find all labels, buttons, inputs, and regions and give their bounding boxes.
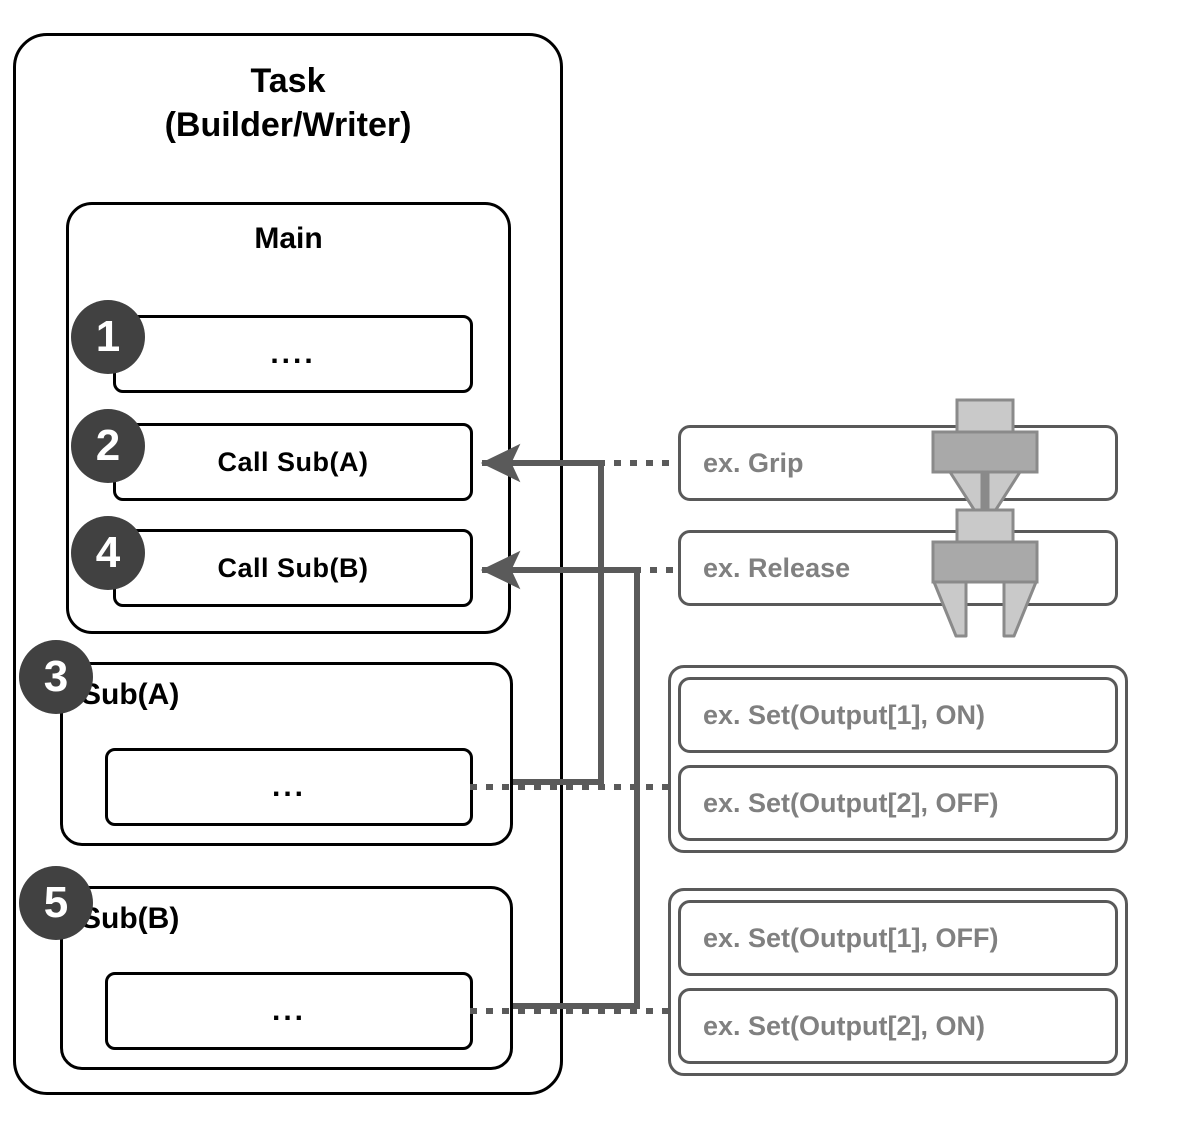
example-set-a2-label: ex. Set(Output[2], OFF) (703, 787, 999, 818)
step-badge-3-number: 3 (43, 652, 69, 701)
step-box-call-sub-b[interactable]: Call Sub(B) (113, 529, 473, 607)
example-set-b1-label: ex. Set(Output[1], OFF) (703, 922, 999, 953)
step-badge-4-number: 4 (95, 528, 121, 577)
sub-a-body-box[interactable]: ... (105, 748, 473, 826)
step-badge-2: 2 (71, 409, 145, 483)
step-badge-4: 4 (71, 516, 145, 590)
step-box-call-sub-a[interactable]: Call Sub(A) (113, 423, 473, 501)
example-set-a1-label: ex. Set(Output[1], ON) (703, 699, 985, 730)
step-badge-2-number: 2 (95, 421, 121, 470)
task-title-line2: (Builder/Writer) (164, 105, 412, 144)
sub-a-title: Sub(A) (81, 678, 180, 711)
example-box-release[interactable]: ex. Release (678, 530, 1118, 606)
example-release-label: ex. Release (703, 552, 851, 583)
step-badge-5-number: 5 (43, 878, 69, 927)
step-badge-5: 5 (19, 866, 93, 940)
sub-b-body-box[interactable]: ... (105, 972, 473, 1050)
step-1-label: .... (270, 337, 316, 370)
step-box-1[interactable]: .... (113, 315, 473, 393)
example-grip-label: ex. Grip (703, 447, 804, 478)
step-badge-1-number: 1 (95, 312, 121, 361)
example-box-set-output-1-on[interactable]: ex. Set(Output[1], ON) (678, 677, 1118, 753)
task-title: Task (Builder/Writer) (13, 60, 563, 147)
example-box-set-output-2-off[interactable]: ex. Set(Output[2], OFF) (678, 765, 1118, 841)
sub-b-body-label: ... (271, 994, 306, 1027)
example-set-b2-label: ex. Set(Output[2], ON) (703, 1010, 985, 1041)
task-title-line1: Task (250, 62, 326, 100)
step-2-label: Call Sub(A) (217, 446, 369, 477)
example-box-grip[interactable]: ex. Grip (678, 425, 1118, 501)
example-box-set-output-1-off[interactable]: ex. Set(Output[1], OFF) (678, 900, 1118, 976)
example-box-set-output-2-on[interactable]: ex. Set(Output[2], ON) (678, 988, 1118, 1064)
sub-a-body-label: ... (271, 770, 306, 803)
step-4-label: Call Sub(B) (217, 552, 369, 583)
sub-b-title: Sub(B) (81, 902, 180, 935)
main-title: Main (254, 222, 323, 255)
step-badge-1: 1 (71, 300, 145, 374)
step-badge-3: 3 (19, 640, 93, 714)
